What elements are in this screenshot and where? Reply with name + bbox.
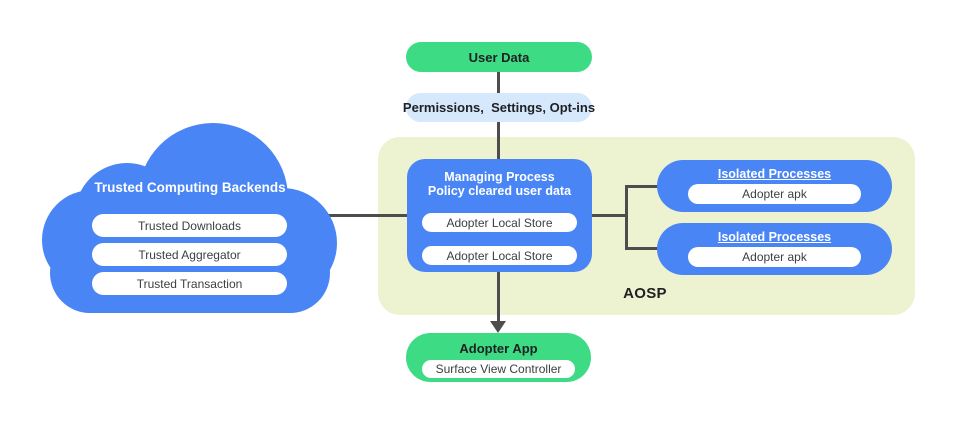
connector-branch-vertical (625, 185, 628, 250)
adopter-local-store-pill: Adopter Local Store (422, 213, 577, 232)
surface-view-controller-pill: Surface View Controller (422, 360, 575, 378)
aosp-label: AOSP (623, 285, 667, 302)
trusted-transaction-pill: Trusted Transaction (92, 272, 287, 295)
adopter-app-pill: Adopter App Surface View Controller (406, 333, 591, 382)
user-data-pill: User Data (406, 42, 592, 72)
isolated-process-1: Isolated Processes Adopter apk (657, 160, 892, 212)
managing-process-box: Managing Process Policy cleared user dat… (407, 159, 592, 272)
adopter-apk-pill: Adopter apk (688, 247, 861, 267)
connector-managing-branch (592, 214, 628, 217)
cloud-title: Trusted Computing Backends (94, 180, 286, 195)
trusted-downloads-pill: Trusted Downloads (92, 214, 287, 237)
connector-userdata-permissions (497, 72, 500, 93)
arrowhead-down-icon (490, 321, 506, 333)
adopter-local-store-pill: Adopter Local Store (422, 246, 577, 265)
adopter-apk-pill: Adopter apk (688, 184, 861, 204)
connector-cloud-managing (328, 214, 408, 217)
isolated-process-title: Isolated Processes (717, 230, 832, 244)
connector-branch-top (625, 185, 659, 188)
adopter-app-title: Adopter App (459, 341, 538, 356)
permissions-pill: Permissions, Settings, Opt-ins (403, 93, 595, 122)
trusted-aggregator-pill: Trusted Aggregator (92, 243, 287, 266)
managing-title-line1: Managing Process (444, 170, 555, 184)
connector-permissions-managing (497, 122, 500, 159)
managing-process-title: Managing Process Policy cleared user dat… (428, 170, 571, 198)
managing-title-line2: Policy cleared user data (427, 184, 572, 198)
isolated-process-2: Isolated Processes Adopter apk (657, 223, 892, 275)
isolated-process-title: Isolated Processes (717, 167, 832, 181)
connector-managing-adopterapp (497, 272, 500, 323)
connector-branch-bottom (625, 247, 659, 250)
